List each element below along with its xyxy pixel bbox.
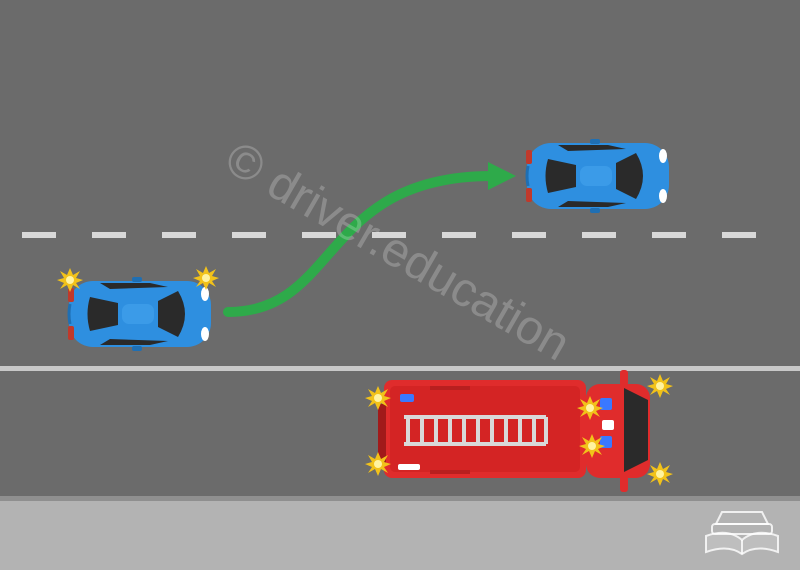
car-target-position [524,137,671,215]
dashed-lane-line [22,232,756,238]
car-book-logo-icon [705,511,779,556]
lane-change-arrow [223,162,516,317]
sidewalk [0,500,800,570]
ladder [404,415,548,446]
fire-truck [378,370,650,492]
solid-lane-line [0,366,800,371]
curb [0,496,800,501]
car-changing-lane [66,275,213,353]
